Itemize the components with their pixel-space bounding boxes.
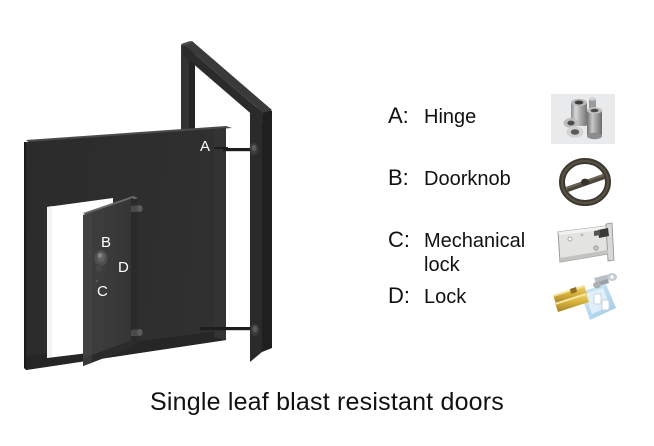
legend-key-b: B: [388,165,409,190]
leaf-hinges [131,205,143,336]
frame-hinge-lower [200,324,260,336]
legend-label-b: Doorknob [424,168,511,190]
legend-key-c: C: [388,227,410,252]
door-leaf [83,196,138,366]
door-frame [181,41,272,362]
legend-label-c: Mechanical lock [424,230,526,277]
frame-hinge-upper [223,143,259,155]
legend-key-d: D: [388,283,410,308]
mechanical-lock-photo [552,218,618,272]
legend-key-a: A: [388,103,409,128]
lock-photo [550,272,620,328]
legend-label-a: Hinge [424,106,477,128]
hinge-photo [551,94,615,144]
figure-caption: Single leaf blast resistant doors [149,388,504,416]
legend-label-d: Lock [424,286,467,308]
doorknob-on-leaf [94,250,108,283]
doorknob-photo [554,154,616,210]
door-illustration: A B C D [0,0,340,385]
legend: A: Hinge [388,94,638,339]
